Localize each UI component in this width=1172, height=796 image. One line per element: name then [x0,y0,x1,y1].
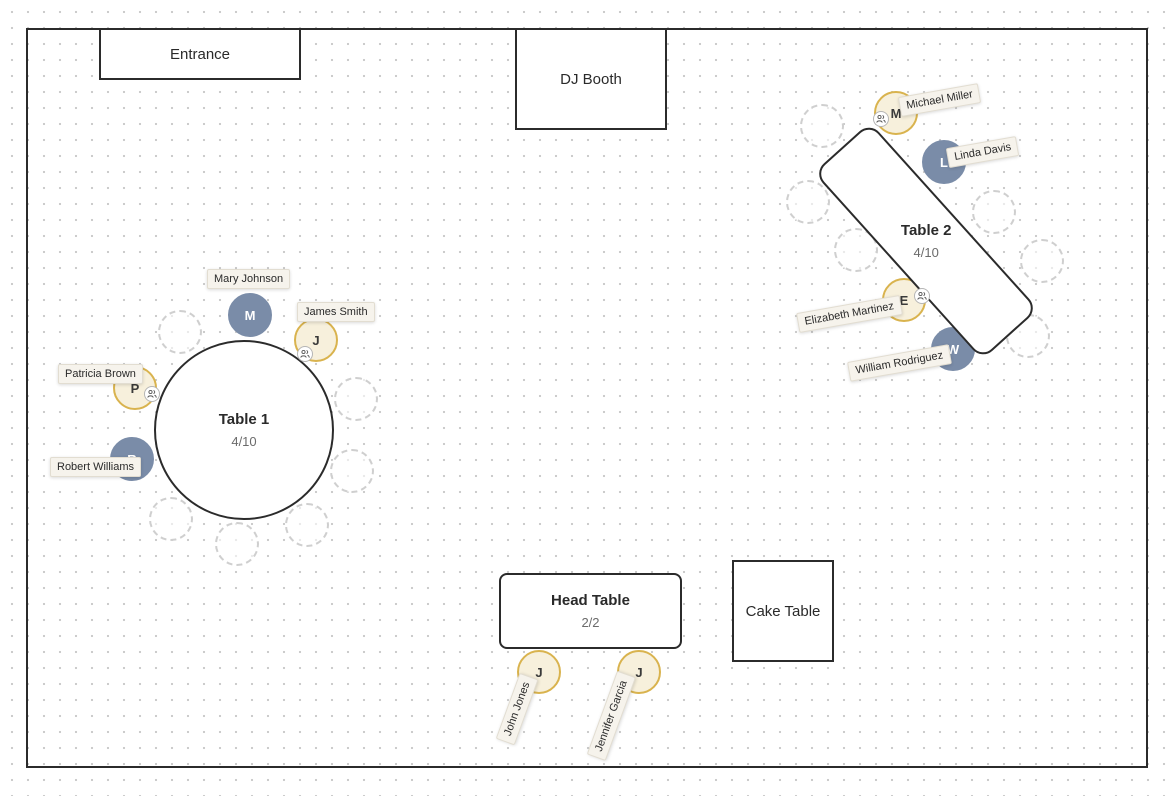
guest-initial: L [940,154,948,170]
plus-one-icon [144,386,160,402]
guest-initial: W [946,341,960,357]
empty-seat[interactable] [149,497,193,541]
guest-name-tag[interactable]: James Smith [297,302,375,322]
guest-initial: P [130,380,140,396]
plus-one-icon [914,288,930,304]
plus-one-icon [297,346,313,362]
guest-seat-mary-johnson[interactable]: M [228,293,272,337]
dj-booth-fixture[interactable]: DJ Booth [515,28,667,130]
empty-seat[interactable] [330,449,374,493]
dj-booth-label: DJ Booth [560,70,622,88]
guest-initial: M [890,105,902,121]
empty-seat[interactable] [285,503,329,547]
empty-seat[interactable] [972,190,1016,234]
guest-initial: J [635,664,643,680]
table-1[interactable]: Table 1 4/10 [154,340,334,520]
empty-seat[interactable] [334,377,378,421]
table-seat-count: 4/10 [913,244,939,260]
table-name: Head Table [551,592,630,609]
guest-name-tag[interactable]: Robert Williams [50,457,142,477]
entrance-label: Entrance [169,45,231,63]
table-name: Table 1 [218,411,270,428]
entrance-fixture[interactable]: Entrance [99,28,301,80]
guest-initial: J [535,664,543,680]
head-table[interactable]: Head Table 2/2 [499,573,682,649]
table-name: Table 2 [900,221,952,239]
cake-table-fixture[interactable]: Cake Table [732,560,834,662]
guest-initial: M [244,307,256,323]
empty-seat[interactable] [1020,239,1064,283]
empty-seat[interactable] [800,104,844,148]
table-seat-count: 2/2 [581,615,600,630]
empty-seat[interactable] [215,522,259,566]
guest-initial: E [899,292,909,308]
guest-name-tag[interactable]: Mary Johnson [207,269,291,289]
table-seat-count: 4/10 [231,434,257,449]
guest-name-tag[interactable]: Patricia Brown [58,364,143,384]
guest-initial: J [312,332,320,348]
plus-one-icon [873,111,889,127]
empty-seat[interactable] [158,310,202,354]
empty-seat[interactable] [786,180,830,224]
cake-table-label: Cake Table [745,602,821,620]
